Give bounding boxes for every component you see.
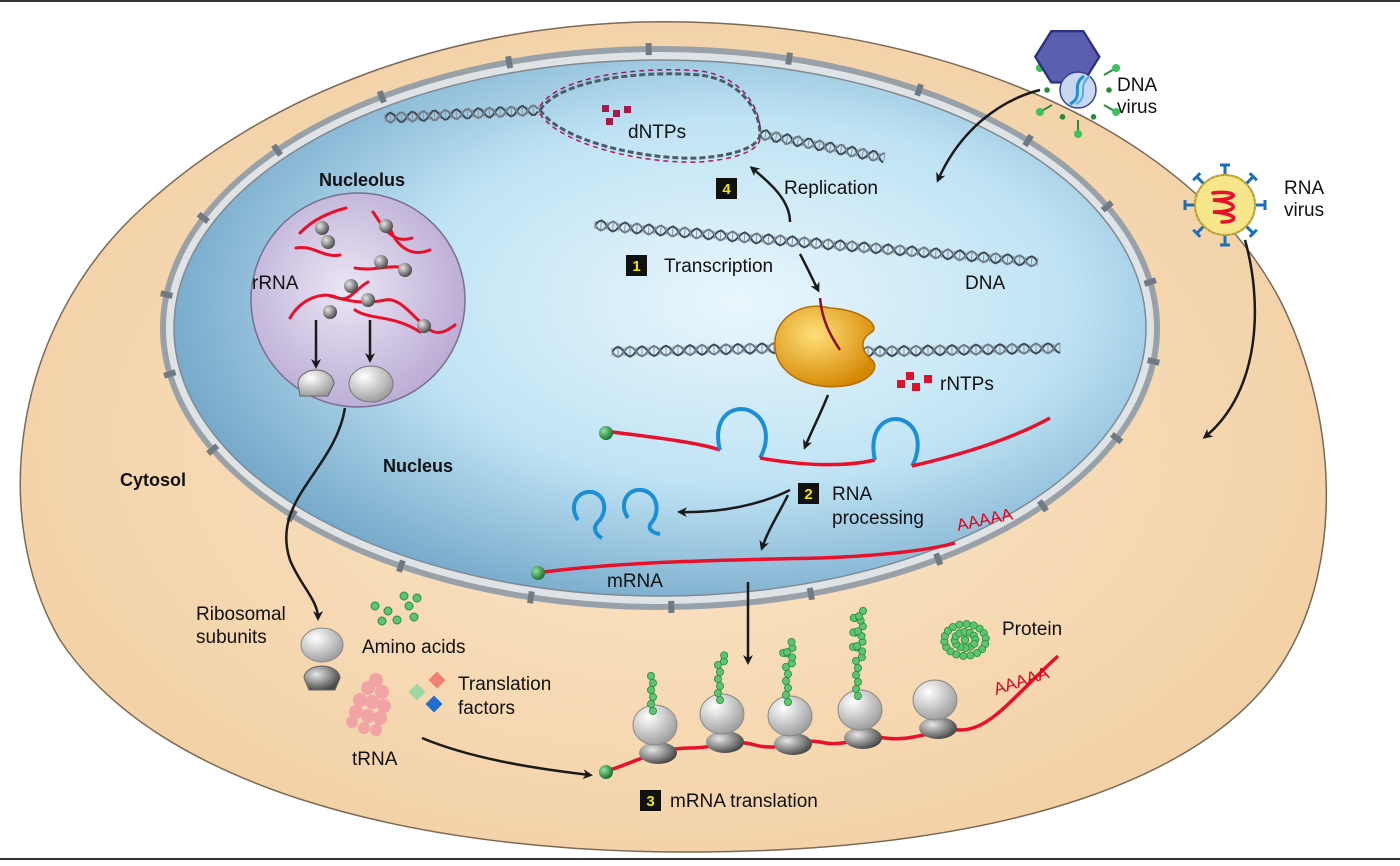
mrna-translation-label: mRNA translation <box>670 791 818 812</box>
ribosomal-subunits-label-2: subunits <box>196 627 267 648</box>
dna-virus-label-2: virus <box>1117 97 1157 118</box>
rna-processing-label: RNA <box>832 484 872 505</box>
svg-text:2: 2 <box>804 486 812 503</box>
dntps-label: dNTPs <box>628 122 686 143</box>
svg-text:3: 3 <box>646 793 654 810</box>
rna-processing-label-2: processing <box>832 508 924 529</box>
polysome-mrna-cap <box>599 765 613 779</box>
translation-factors-label: Translation <box>458 674 551 695</box>
large-subunit-icon <box>349 366 393 402</box>
dna-virus-label: DNA <box>1117 75 1157 96</box>
mrna-label: mRNA <box>607 571 663 592</box>
rna-virus-label-2: virus <box>1284 200 1324 221</box>
translation-factors-label-2: factors <box>458 698 515 719</box>
rna-virus-icon <box>1185 165 1265 245</box>
ribosomal-subunits-label: Ribosomal <box>196 604 286 625</box>
step-badge-4: 4 <box>716 178 737 199</box>
small-subunit-icon <box>298 370 334 396</box>
nucleus-label: Nucleus <box>383 456 453 476</box>
transcription-label: Transcription <box>664 256 773 277</box>
mrna-cap <box>531 566 545 580</box>
amino-acids-label: Amino acids <box>362 637 466 658</box>
cytosol-large-subunit-icon <box>301 628 343 662</box>
step-badge-2: 2 <box>798 483 819 504</box>
rntps-label: rNTPs <box>940 374 994 395</box>
step-badge-1: 1 <box>626 255 647 276</box>
replication-label: Replication <box>784 178 878 199</box>
pre-mrna-cap <box>599 426 613 440</box>
protein-label: Protein <box>1002 619 1062 640</box>
step-badge-3: 3 <box>640 790 661 811</box>
nucleolus-label: Nucleolus <box>319 170 405 190</box>
trna-label: tRNA <box>352 749 398 770</box>
svg-text:4: 4 <box>722 181 731 198</box>
svg-text:1: 1 <box>632 258 640 275</box>
rna-virus-label: RNA <box>1284 178 1324 199</box>
cytosol-small-subunit-icon <box>304 666 340 690</box>
cytosol-label: Cytosol <box>120 470 186 490</box>
dna-label: DNA <box>965 273 1005 294</box>
rrna-label: rRNA <box>252 273 299 294</box>
